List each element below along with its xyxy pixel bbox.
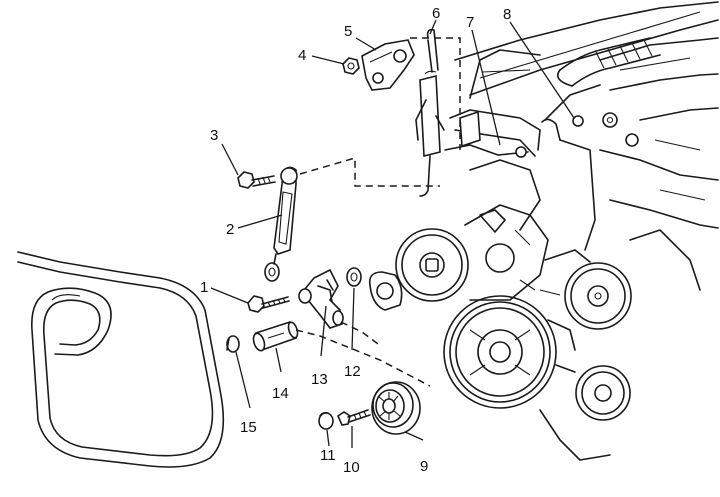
engine-block <box>454 1 719 461</box>
corrugated-hose <box>556 37 661 87</box>
upper-bracket-assembly <box>444 49 584 158</box>
callout-15: 15 <box>240 419 257 436</box>
callout-1: 1 <box>200 279 208 296</box>
callout-10: 10 <box>343 459 360 476</box>
part-9-idler-pulley <box>371 381 421 435</box>
callout-3: 3 <box>210 127 218 144</box>
callout-labels: 1 2 3 4 5 6 7 8 9 10 11 12 13 14 15 <box>200 5 511 476</box>
callout-11: 11 <box>320 447 336 464</box>
part-14-damper <box>252 321 299 352</box>
part-11-cap <box>318 412 334 430</box>
leader-lines <box>210 19 575 448</box>
serpentine-belt <box>17 251 225 468</box>
part-2-tensioner-arm <box>264 166 298 282</box>
callout-12: 12 <box>344 363 361 380</box>
assembly-dashed-lines <box>295 37 461 387</box>
tensioner-mount-flange <box>368 271 403 311</box>
callout-9: 9 <box>420 458 428 475</box>
idler-pulley-right <box>564 262 632 330</box>
callout-7: 7 <box>466 14 474 31</box>
callout-4: 4 <box>298 47 306 64</box>
part-13-bracket <box>298 268 344 329</box>
part-5-bracket <box>361 39 415 91</box>
water-pump-pulley <box>395 228 469 302</box>
crankshaft-pulley <box>443 295 557 409</box>
callout-8: 8 <box>503 6 511 23</box>
callout-6: 6 <box>432 5 440 22</box>
lower-idler-pulley <box>575 365 631 421</box>
part-1-bolt <box>247 295 290 313</box>
part-12-washer <box>346 267 362 287</box>
part-4-nut <box>342 57 360 75</box>
callout-5: 5 <box>344 23 352 40</box>
part-6-hose <box>415 28 445 197</box>
callout-14: 14 <box>272 385 289 402</box>
callout-2: 2 <box>226 221 234 238</box>
water-pump-body <box>464 204 549 301</box>
pump-housing <box>539 249 591 373</box>
part-15-plug <box>226 335 240 353</box>
part-10-bolt <box>336 409 371 426</box>
part-3-bolt <box>237 171 276 189</box>
callout-13: 13 <box>311 371 328 388</box>
